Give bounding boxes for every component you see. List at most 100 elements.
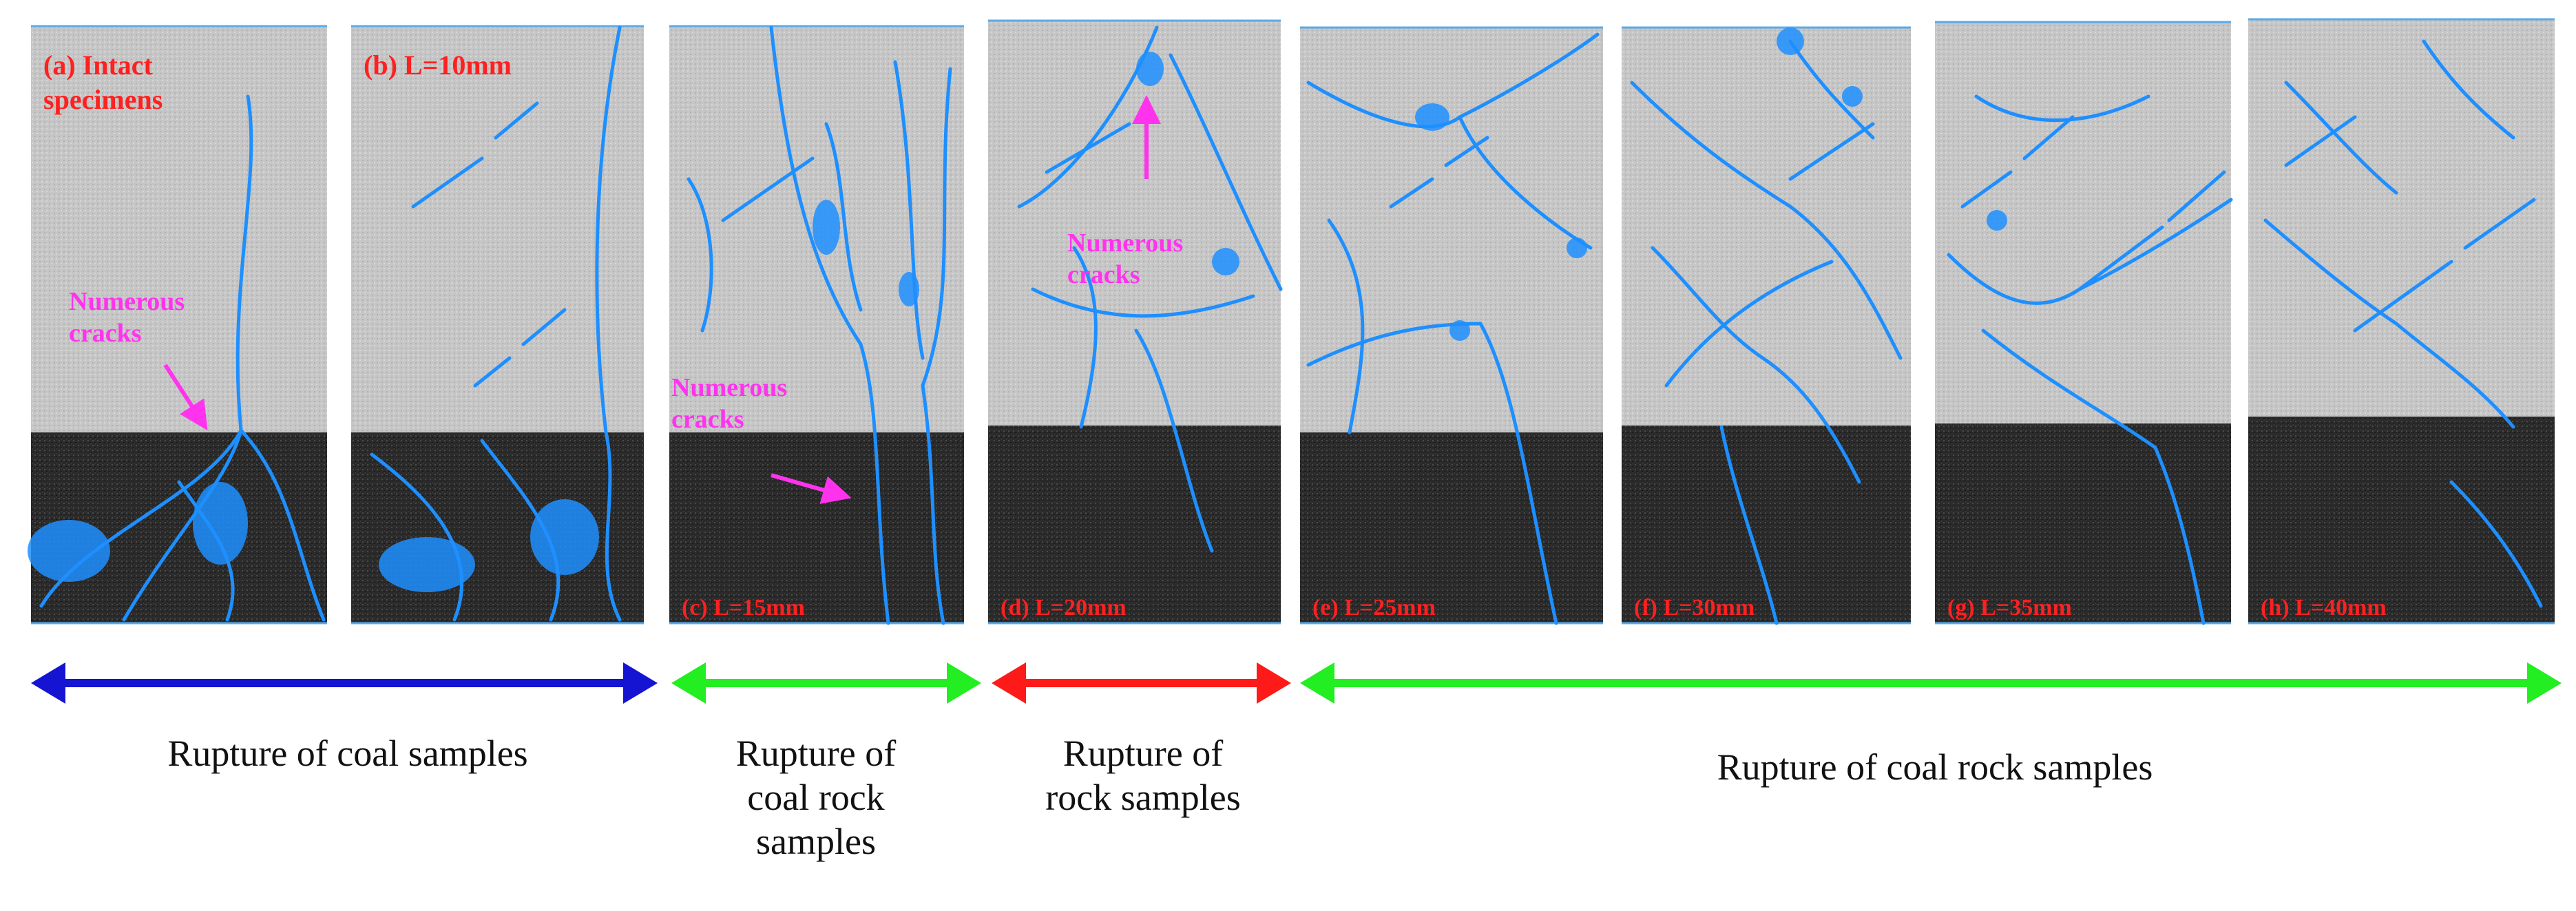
crack-line — [411, 101, 539, 209]
crack-line — [1134, 328, 1214, 553]
crack-line — [1719, 425, 1779, 625]
rock-layer — [1935, 22, 2231, 423]
crack-line — [1389, 136, 1489, 209]
rock-layer — [1300, 28, 1603, 432]
crack-note-arrow — [163, 364, 208, 431]
crack-note-line: Numerous — [69, 287, 185, 316]
crack-line — [921, 67, 952, 625]
crack-line — [1072, 246, 1098, 429]
specimen-panel — [669, 25, 964, 625]
specimen-panel — [988, 19, 1281, 625]
group-arrow-head-left — [671, 662, 706, 704]
crack-line — [595, 25, 622, 622]
crack-cluster — [1212, 248, 1239, 275]
rock-layer — [351, 26, 644, 432]
crack-cluster — [1777, 28, 1804, 55]
group-arrow-head-right — [623, 662, 658, 704]
crack-note-line: cracks — [1067, 260, 1140, 289]
crack-line — [1327, 218, 1365, 434]
crack-cluster — [530, 499, 599, 575]
panel-label: (d) L=20mm — [1001, 595, 1127, 620]
crack-cluster — [1567, 238, 1587, 258]
crack-line — [370, 452, 464, 622]
rock-layer — [1622, 28, 1911, 426]
group-caption-line: coal rock — [747, 777, 884, 818]
crack-line — [721, 156, 815, 222]
panel-label-line: specimens — [43, 84, 163, 115]
crack-line — [2263, 218, 2515, 429]
crack-line — [2284, 115, 2357, 167]
coal-layer — [988, 426, 1281, 623]
panel-label: (f) L=30mm — [1634, 595, 1755, 620]
crack-note: Numerous cracks — [69, 287, 185, 348]
specimen-panel — [1622, 26, 1911, 625]
crack-group — [1630, 39, 1903, 625]
coal-layer — [1300, 432, 1603, 623]
panel-label: (b) L=10mm — [364, 50, 512, 81]
crack-line — [122, 94, 253, 622]
group-caption-line: Rupture of — [736, 733, 896, 774]
crack-group — [687, 25, 952, 625]
group-arrow — [1300, 662, 2562, 704]
panel-label: (e) L=25mm — [1312, 595, 1436, 620]
crack-line — [2449, 480, 2543, 608]
crack-note-line: Numerous — [671, 373, 787, 402]
coal-layer — [2248, 417, 2555, 623]
panel-label: (c) L=15mm — [682, 595, 805, 620]
crack-line — [473, 308, 567, 388]
group-arrow — [31, 662, 658, 704]
rock-layer — [988, 21, 1281, 426]
crack-line — [769, 25, 890, 625]
group-arrow-head-right — [2527, 662, 2562, 704]
crack-cluster — [813, 200, 840, 255]
crack-cluster — [1136, 52, 1164, 86]
group-caption: Rupture of coal samples — [167, 733, 527, 774]
group-arrow — [671, 662, 981, 704]
crack-line — [1788, 39, 1875, 140]
group-arrow-head-left — [992, 662, 1026, 704]
group-caption: Rupture of coal rock samples — [1717, 746, 2153, 788]
group-arrow-head-left — [31, 662, 65, 704]
crack-line — [687, 177, 713, 333]
crack-line — [239, 428, 326, 622]
group-caption-line: Rupture of — [1063, 733, 1223, 774]
group-caption-line: samples — [756, 821, 876, 862]
coal-layer — [1935, 423, 2231, 623]
panel-label: (g) L=35mm — [1947, 595, 2072, 620]
crack-cluster — [899, 272, 919, 306]
specimen-panel — [351, 25, 644, 625]
crack-group — [1947, 94, 2233, 625]
crack-cluster — [1987, 210, 2007, 231]
panel-label: (h) L=40mm — [2261, 595, 2387, 620]
crack-line — [1651, 246, 1861, 484]
crack-patterns — [28, 25, 2543, 625]
specimen-panels — [31, 18, 2555, 625]
specimen-panel — [2248, 18, 2555, 625]
crack-line — [1478, 322, 1558, 625]
crack-cluster — [1415, 103, 1449, 131]
crack-cluster — [1842, 86, 1863, 107]
crack-line — [2422, 39, 2515, 140]
rock-layer — [2248, 19, 2555, 417]
crack-note-line: cracks — [69, 319, 142, 348]
group-arrow-head-right — [1257, 662, 1291, 704]
crack-line — [824, 122, 863, 312]
crack-line — [1169, 53, 1283, 291]
crack-line — [1960, 115, 2075, 209]
group-caption-line: rock samples — [1045, 777, 1240, 818]
crack-line — [1788, 122, 1875, 181]
group-arrow — [992, 662, 1291, 704]
crack-line — [1664, 260, 1834, 388]
crack-line — [1630, 81, 1903, 360]
crack-line — [1031, 287, 1255, 318]
specimen-panel — [31, 25, 327, 625]
specimen-panel — [1300, 26, 1603, 625]
group-arrow-head-left — [1300, 662, 1334, 704]
